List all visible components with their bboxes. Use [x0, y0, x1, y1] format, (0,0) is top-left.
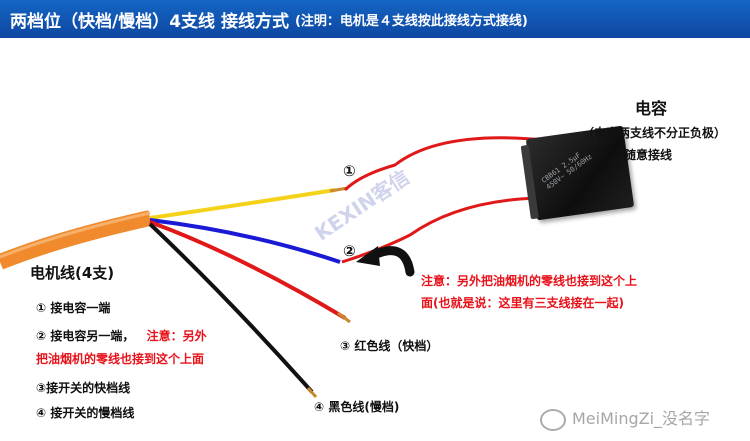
weibo-credit: MeiMingZi_没名字 — [540, 405, 710, 431]
blue-wire — [149, 218, 341, 264]
credit-text: MeiMingZi_没名字 — [572, 409, 711, 428]
capacitor-note: （电容两支线不分正负极） — [582, 126, 727, 140]
yellow-wire — [149, 188, 336, 220]
motor-item-4: ④ 接开关的慢档线 — [36, 404, 134, 421]
page-title: 两档位（快档/慢档）4支线 接线方式 — [10, 11, 289, 32]
black-wire-label: ④ 黑色线(慢档) — [314, 400, 400, 414]
weibo-logo-icon — [540, 408, 566, 431]
motor-title: 电机线(4支) — [30, 264, 115, 282]
capacitor-print: CBB61 2.5μF 450V~ 50/60Hz — [540, 151, 594, 192]
red-note-line-1: 注意：另外把油烟机的零线也接到这个上 — [421, 274, 638, 288]
capacitor-note-2: 随意接线 — [624, 148, 673, 162]
motor-item-1-num: ① — [36, 301, 47, 315]
title-banner: 两档位（快档/慢档）4支线 接线方式 (注明：电机是４支线按此接线方式接线) — [0, 0, 750, 38]
motor-item-3: ③接开关的快档线 — [36, 379, 130, 396]
red-wire — [149, 220, 347, 320]
page-subtitle: (注明：电机是４支线按此接线方式接线) — [294, 13, 528, 29]
black-wire — [148, 222, 314, 394]
motor-item-2: ② 接电容另一端， 注意：另外 — [36, 327, 207, 344]
marker-2: ② — [343, 242, 356, 260]
red-wire-tip — [337, 311, 351, 324]
marker-1: ① — [343, 162, 356, 180]
orange-cable-highlight — [0, 211, 151, 259]
capacitor-lead-2 — [341, 196, 541, 264]
motor-item-2-num: ② — [36, 329, 47, 343]
motor-item-2-text: 接电容另一端， — [50, 329, 135, 343]
motor-item-4-num: ④ — [36, 406, 47, 420]
motor-item-1: ① 接电容一端 — [36, 299, 110, 316]
capacitor-title: 电容 — [635, 99, 668, 118]
red-wire-label: ③ 红色线（快档） — [340, 339, 439, 353]
motor-item-3-num: ③ — [36, 381, 47, 395]
red-note-line-2: 面(也就是说：这里有三支线接在一起) — [421, 296, 624, 310]
orange-cable — [0, 210, 152, 270]
motor-item-2-note-2: 把油烟机的零线也接到这个上面 — [36, 352, 205, 366]
pointer-arrow-head — [356, 246, 380, 266]
motor-item-4-text: 接开关的慢档线 — [50, 406, 135, 420]
capacitor-lead-1 — [343, 136, 546, 192]
motor-item-2-note: 注意：另外 — [146, 329, 207, 343]
black-wire-tip — [306, 387, 318, 398]
motor-item-3-text: 接开关的快档线 — [46, 381, 131, 395]
motor-item-1-text: 接电容一端 — [50, 301, 111, 315]
